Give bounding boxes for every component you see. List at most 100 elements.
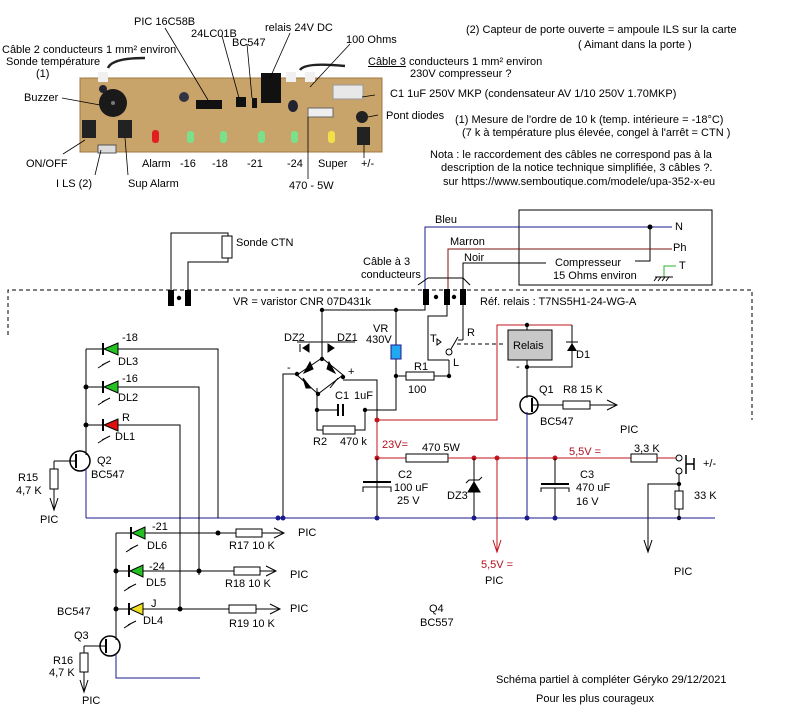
- label-dl5-temp: -24: [149, 561, 165, 573]
- label-alarm: Alarm: [142, 158, 171, 170]
- zener-dz3: [465, 458, 483, 518]
- label-compresseur-ohms: 15 Ohms environ: [553, 270, 637, 282]
- label-r18: R18 10 K: [225, 578, 271, 590]
- arrow-r17-pic: [273, 527, 286, 539]
- label-dz2: DZ2: [284, 332, 305, 344]
- label-m21: -21: [247, 158, 263, 170]
- label-m18: -18: [212, 158, 228, 170]
- label-r2: R2: [313, 436, 328, 448]
- arrow-r18-pic: [265, 565, 278, 577]
- connector-sonde: [168, 290, 191, 306]
- label-r1-value: 100: [408, 384, 427, 396]
- resistor-470-5w: [405, 453, 449, 463]
- resistor-r1: [405, 371, 435, 381]
- label-switch-r: R: [467, 327, 475, 339]
- label-c1-value: 1uF: [354, 390, 373, 402]
- label-dl2: DL2: [118, 392, 139, 404]
- label-r19: R19 10 K: [229, 618, 275, 630]
- label-plus-minus: +/-: [703, 458, 717, 470]
- label-q4: Q4: [429, 603, 444, 615]
- label-c1: C1 1uF 250V MKP (condensateur AV 1/10 25…: [390, 88, 677, 100]
- label-dl3-temp: -18: [122, 332, 138, 344]
- capacitor-c3: [540, 458, 570, 518]
- label-sup-alarm: Sup Alarm: [128, 178, 179, 190]
- relay-switch: [436, 336, 506, 356]
- label-33k: 33 K: [694, 490, 717, 502]
- diode-bridge: [296, 343, 344, 395]
- label-cable3: Câble 3 conducteurs 1 mm² environ: [368, 56, 542, 68]
- capacitor-c1: [337, 404, 344, 416]
- label-dl3: DL3: [118, 356, 139, 368]
- pcb-photo: [61, 27, 383, 179]
- label-c2: C2: [398, 469, 413, 481]
- label-23v: 23V=: [382, 439, 408, 451]
- note-2-line2: ( Aimant dans la porte ): [578, 39, 692, 51]
- sonde-ctn: [170, 232, 233, 291]
- label-dl4: DL4: [143, 615, 164, 627]
- wire-noir: [462, 262, 546, 290]
- label-q2: Q2: [97, 455, 112, 467]
- label-relay-minus: -: [516, 361, 520, 373]
- label-note1-ref: (1): [36, 68, 50, 80]
- compressor-box: [518, 209, 713, 286]
- label-r16-value: 4,7 K: [49, 667, 75, 679]
- footer-tagline: Pour les plus courageux: [536, 693, 655, 705]
- nota-line2: description de la notice technique simpl…: [441, 162, 713, 174]
- resistor-r2: [322, 425, 356, 435]
- label-r15: R15: [18, 472, 39, 484]
- resistor-r16: [79, 652, 89, 673]
- label-super: Super: [318, 158, 348, 170]
- label-q3: Q3: [74, 630, 89, 642]
- label-q1: Q1: [539, 384, 554, 396]
- label-dl1-r: R: [122, 412, 130, 424]
- diode-d1: [567, 343, 577, 351]
- resistor-r15: [49, 468, 59, 490]
- varistor-vr: [390, 344, 402, 360]
- resistor-r17: [235, 528, 263, 538]
- resistor-3k3: [630, 453, 658, 463]
- label-c3-voltage: 16 V: [576, 496, 599, 508]
- label-r17: R17 10 K: [229, 540, 275, 552]
- label-compresseur: Compresseur: [555, 257, 622, 269]
- wire-bleu: [424, 226, 672, 290]
- label-pic-5v5: PIC: [485, 575, 504, 587]
- label-r16: R16: [53, 655, 74, 667]
- wire-23v-relay: [377, 324, 572, 421]
- label-eeprom: 24LC01B: [191, 28, 237, 40]
- pic-chip: [196, 100, 222, 109]
- label-ref-relais: Réf. relais : T7NS5H1-24-WG-A: [480, 296, 637, 308]
- label-c1: C1: [335, 390, 350, 402]
- label-compresseur: 230V compresseur ?: [410, 68, 512, 80]
- transistor-q1: [519, 395, 563, 415]
- label-pic-r16: PIC: [82, 695, 101, 707]
- label-switch-t: T: [430, 333, 437, 345]
- capacitor-c2: [362, 458, 392, 518]
- led-dl1: [97, 418, 119, 444]
- label-onoff: ON/OFF: [26, 158, 68, 170]
- transistor-q2: [53, 450, 91, 472]
- label-n: N: [675, 221, 683, 233]
- label-bridge-minus: -: [287, 362, 291, 374]
- label-cable3-rest: conducteurs 1 mm² environ: [405, 56, 543, 68]
- label-pic-r18: PIC: [290, 569, 309, 581]
- label-marron: Marron: [450, 236, 485, 248]
- connector-compressor: [423, 289, 466, 305]
- led-dl4: [123, 602, 144, 629]
- label-bleu: Bleu: [435, 214, 458, 226]
- label-r1: R1: [414, 361, 429, 373]
- label-470-5w: 470 - 5W: [289, 180, 334, 192]
- label-5v5: 5,5V =: [569, 446, 602, 458]
- label-buzzer: Buzzer: [24, 92, 59, 104]
- label-dl6-temp: -21: [152, 521, 168, 533]
- label-vr-430v: 430V: [366, 334, 392, 346]
- label-dl5: DL5: [146, 577, 167, 589]
- footer-author-date: Schéma partiel à compléter Géryko 29/12/…: [496, 674, 727, 686]
- board-outline: [7, 289, 753, 420]
- label-dl4-j: J: [151, 598, 157, 610]
- resistor-33k: [674, 490, 684, 510]
- label-noir: Noir: [464, 252, 485, 264]
- label-r8: R8 15 K: [563, 384, 603, 396]
- label-dz1: DZ1: [337, 332, 358, 344]
- label-q2-type: BC547: [91, 469, 125, 481]
- led-dl5: [123, 564, 144, 592]
